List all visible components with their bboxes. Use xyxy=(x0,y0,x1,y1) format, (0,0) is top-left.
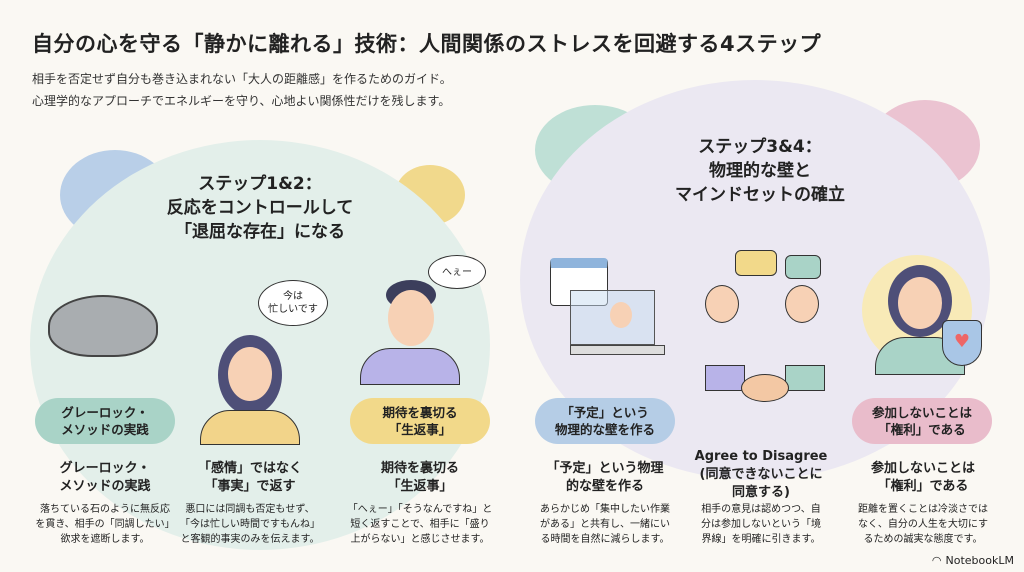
badge-schedule-wall: 「予定」という 物理的な壁を作る xyxy=(535,398,675,444)
desc-right-to-decline: 距離を置くことは冷淡さでは なく、自分の人生を大切にす るための誠実な態度です。 xyxy=(857,504,989,545)
subtitle-line-1: 相手を否定せず自分も巻き込まれない「大人の距離感」を作るためのガイド。 xyxy=(32,72,452,86)
heading-facts: 「感情」ではなく 「事実」で返す xyxy=(197,461,302,494)
subtitle-line-2: 心理学的なアプローチでエネルギーを守り、心地よい関係性だけを残します。 xyxy=(32,94,451,108)
woman-illustration xyxy=(200,335,300,445)
desc-schedule-wall: あらかじめ「集中したい作業 がある」と共有し、一緒にい る時間を自然に減らします… xyxy=(540,504,670,545)
desc-gray-rock: 落ちている石のように無反応 を貫き、相手の「同調したい」 欲求を遮断します。 xyxy=(35,504,175,545)
shield-heart-icon: ♥ xyxy=(942,320,982,366)
notebooklm-logo-icon: ◠ xyxy=(931,554,942,567)
badge-right-to-decline: 参加しないことは 「権利」である xyxy=(852,398,992,444)
desc-agree-to-disagree: 相手の意見は認めつつ、自 分は参加しないという「境 界線」を明確に引きます。 xyxy=(701,504,821,545)
handshake-icon xyxy=(705,360,825,420)
desc-vague-reply: 「へぇー」「そうなんですね」と 短く返すことで、相手に「盛り 上がらない」と感じ… xyxy=(347,504,493,545)
gray-rock-icon xyxy=(48,295,158,357)
brand-label: NotebookLM xyxy=(945,554,1014,567)
woman-glow-illustration xyxy=(862,255,972,375)
speech-bubble-yellow-icon xyxy=(735,250,777,276)
heading-right-to-decline: 参加しないことは 「権利」である xyxy=(870,461,975,494)
heading-schedule-wall: 「予定」という物理 的な壁を作る xyxy=(546,461,664,494)
speech-bubble-busy: 今は 忙しいです xyxy=(258,280,328,326)
brand-watermark: ◠ NotebookLM xyxy=(932,554,1014,567)
left-section-title: ステップ1&2： 反応をコントロールして 「退屈な存在」になる xyxy=(140,172,380,244)
title-line: ステップ1&2： xyxy=(198,174,322,194)
desk-partition-illustration xyxy=(570,290,665,370)
heading-agree-to-disagree: Agree to Disagree (同意できないことに 同意する) xyxy=(694,449,828,500)
page-title: 自分の心を守る「静かに離れる」技術：人間関係のストレスを回避する4ステップ xyxy=(32,32,822,56)
man-illustration xyxy=(360,280,460,385)
title-line: 反応をコントロールして xyxy=(166,198,354,218)
heading-gray-rock: グレーロック・ メソッドの実践 xyxy=(59,461,151,494)
title-line: 物理的な壁と xyxy=(709,161,811,181)
person-right-icon xyxy=(785,285,819,323)
right-section-title: ステップ3&4： 物理的な壁と マインドセットの確立 xyxy=(650,135,870,207)
badge-gray-rock: グレーロック・ メソッドの実践 xyxy=(35,398,175,444)
title-line: 「退屈な存在」になる xyxy=(175,222,345,242)
heading-vague-reply: 期待を裏切る 「生返事」 xyxy=(380,461,459,494)
desc-facts: 悪口には同調も否定もせず、 「今は忙しい時間ですもんね」 と客観的事実のみを伝え… xyxy=(180,504,320,545)
person-left-icon xyxy=(705,285,739,323)
badge-vague-reply: 期待を裏切る 「生返事」 xyxy=(350,398,490,444)
title-line: マインドセットの確立 xyxy=(675,185,845,205)
title-line: ステップ3&4： xyxy=(698,137,822,157)
speech-bubble-hee: へぇー xyxy=(428,255,486,289)
speech-bubble-green-icon xyxy=(785,255,821,279)
